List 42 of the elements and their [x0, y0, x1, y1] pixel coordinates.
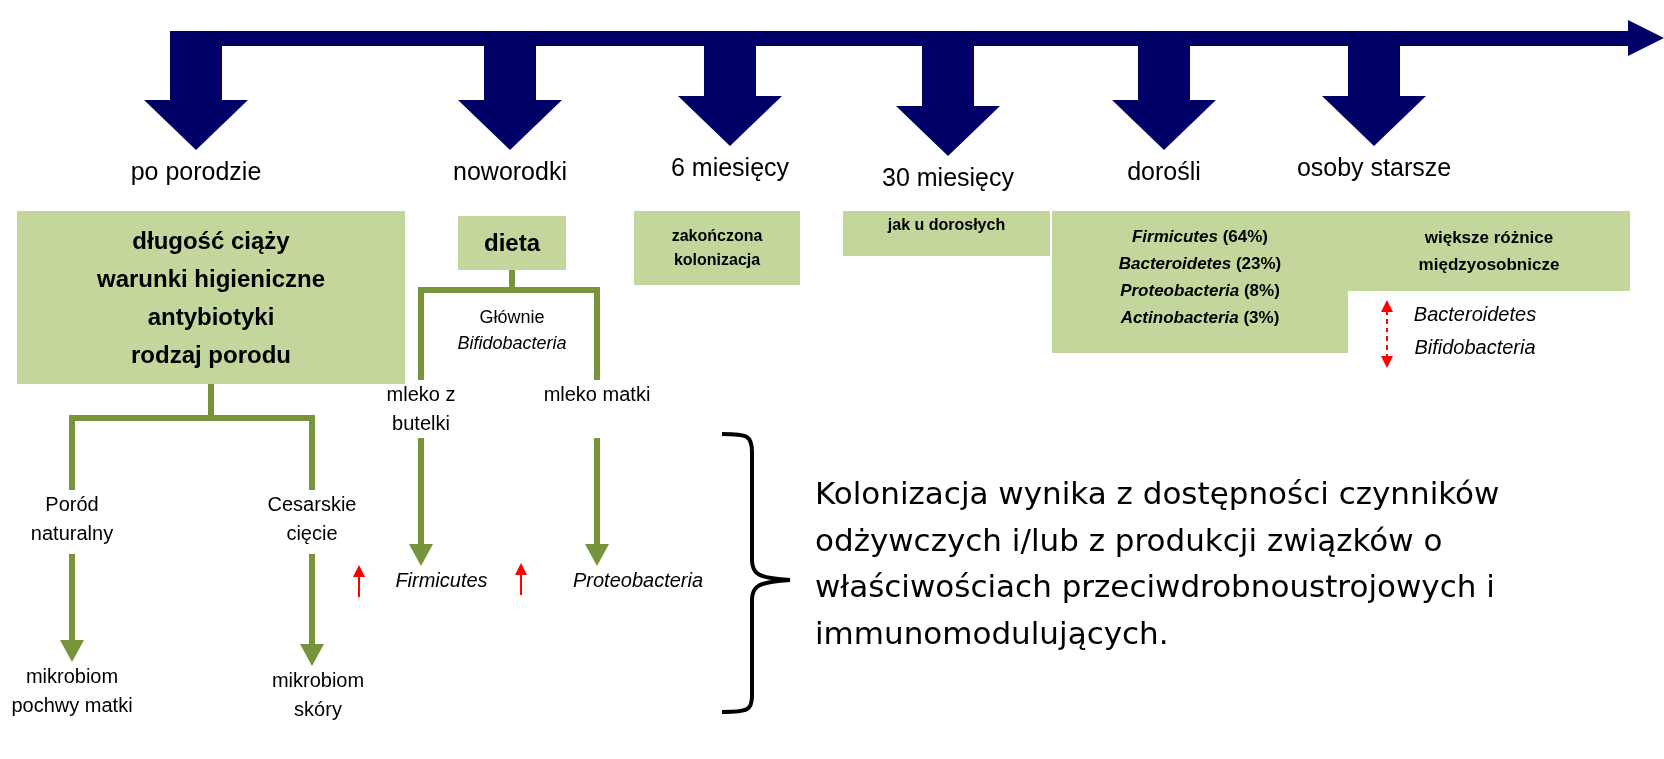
- arrow: [585, 438, 609, 566]
- stage-label: 6 miesięcy: [630, 146, 830, 188]
- arrow: [60, 554, 84, 662]
- taxon-label: Bacteroidetes: [1412, 302, 1538, 327]
- stage-label: dorośli: [1064, 150, 1264, 192]
- factor-text: antybiotyki: [147, 301, 275, 332]
- factor-text: warunki higieniczne: [96, 263, 325, 294]
- stage-text: mleko matki: [537, 380, 657, 438]
- box-text: większe różnice międzyosobnicze: [1417, 227, 1561, 276]
- factor-box: [1348, 211, 1630, 291]
- box-text: zakończona kolonizacja: [670, 226, 764, 270]
- stage-text: mleko z butelki: [356, 380, 486, 438]
- phylum-text: Actinobacteria (3%): [1120, 307, 1280, 329]
- taxon-label: Bifidobacteria: [1413, 335, 1537, 360]
- stage-label: po porodzie: [96, 150, 296, 192]
- stage-label: noworodki: [410, 150, 610, 192]
- note-text: Głównie Bifidobacteria: [456, 306, 568, 356]
- factor-box: [843, 211, 1050, 256]
- stage-label: 30 miesięcy: [848, 156, 1048, 198]
- phylum-text: Proteobacteria (8%): [1120, 280, 1280, 302]
- phylum-text: Bacteroidetes (23%): [1118, 253, 1282, 275]
- box-text: dieta: [484, 228, 540, 258]
- box-text: jak u dorosłych: [887, 215, 1006, 235]
- factor-box: [458, 216, 566, 270]
- branch-line: [509, 270, 600, 380]
- taxon-label: Firmicutes: [384, 566, 499, 598]
- phylum-text: Firmicutes (64%): [1131, 226, 1269, 248]
- stage-text: mikrobiom skóry: [248, 666, 388, 730]
- stage-label: osoby starsze: [1274, 146, 1474, 188]
- description-paragraph: Kolonizacja wynika z dostępności czynników odżywczych i/lub z produkcji związków o właściwościach przeciwdrobnoustrojowych i immunomodulujących.: [815, 474, 1501, 653]
- arrow: [409, 438, 433, 566]
- factor-text: rodzaj porodu: [131, 339, 291, 370]
- taxon-label: Proteobacteria: [554, 566, 722, 598]
- branch-line: [208, 384, 315, 490]
- stage-text: mikrobiom pochwy matki: [2, 662, 142, 754]
- factor-box: [17, 211, 405, 384]
- stage-text: Cesarskie cięcie: [247, 490, 377, 554]
- factor-box: [1052, 211, 1348, 353]
- factor-box: [634, 211, 800, 285]
- factor-text: długość ciąży: [132, 225, 290, 256]
- stage-text: Poród naturalny: [2, 490, 142, 554]
- arrow: [300, 554, 324, 666]
